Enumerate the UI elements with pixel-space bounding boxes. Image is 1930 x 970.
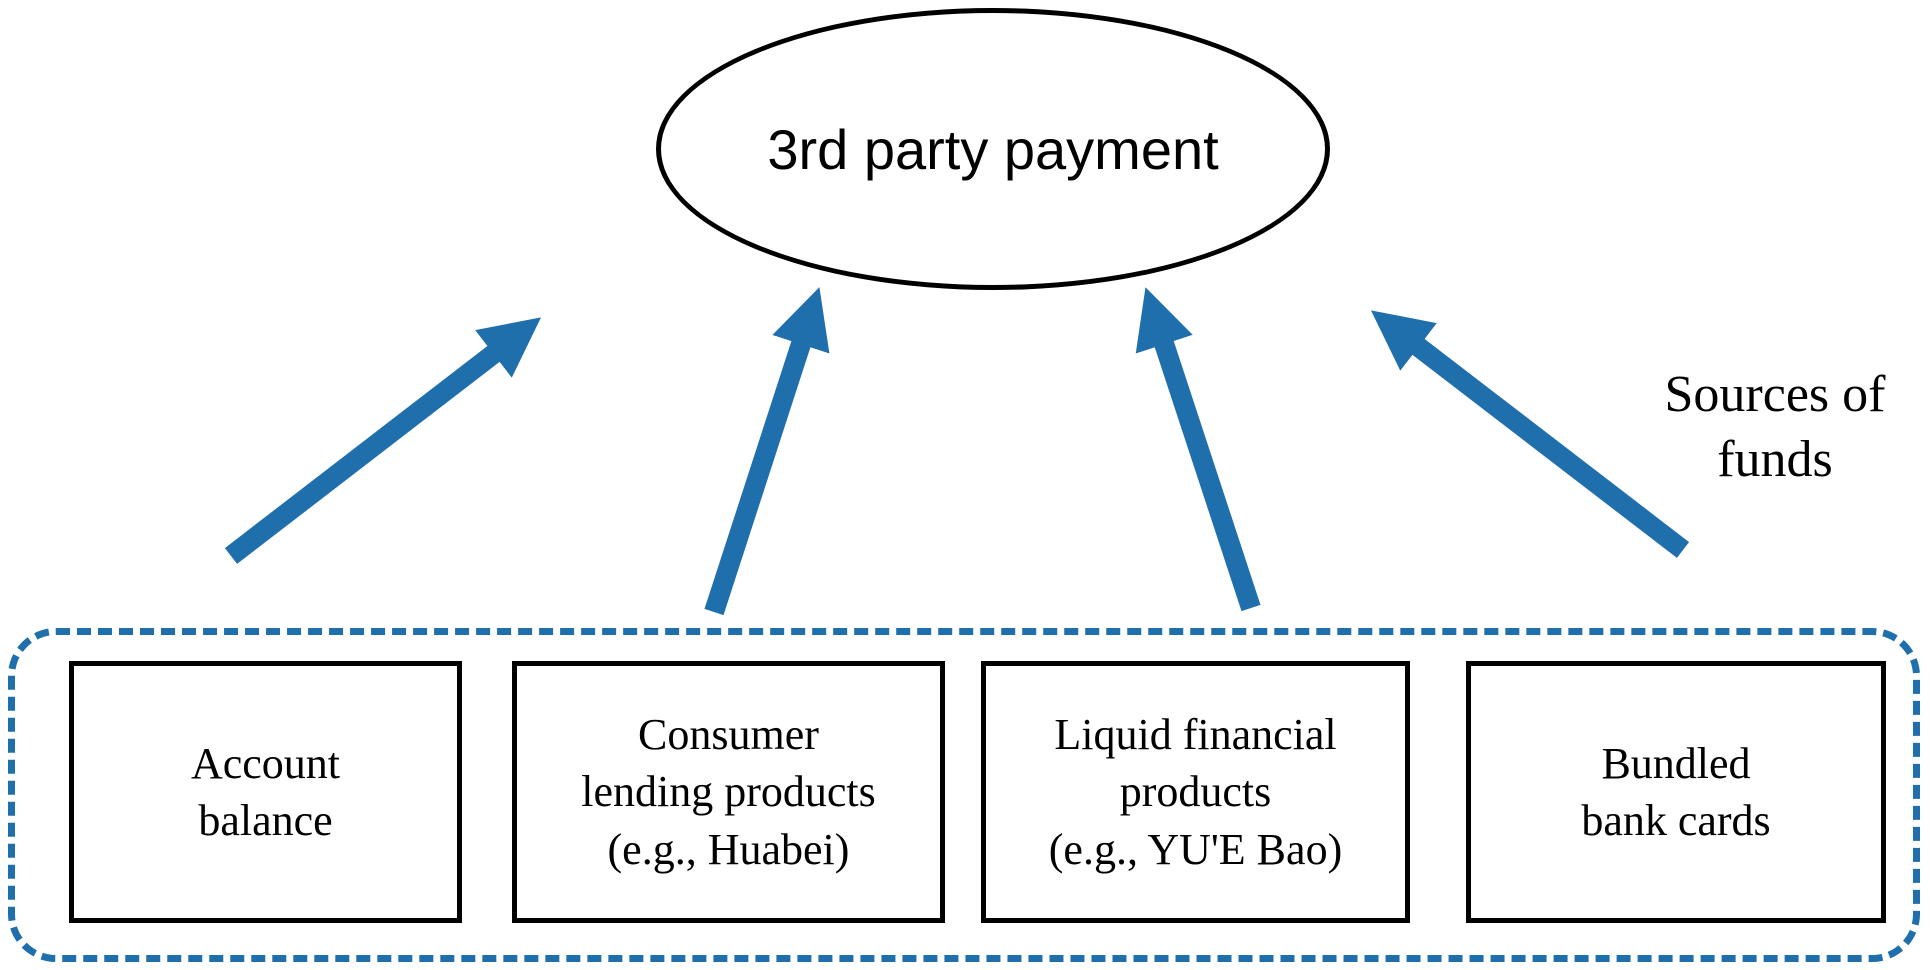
box-bundled-bank-cards-label: Bundled bank cards bbox=[1581, 738, 1771, 845]
box-consumer-lending-label: Consumer lending products (e.g., Huabei) bbox=[581, 710, 876, 874]
sources-of-funds-label: Sources of funds bbox=[1664, 366, 1886, 488]
funds-arrow-account-balance bbox=[224, 317, 542, 564]
third-party-payment-label: 3rd party payment bbox=[767, 117, 1219, 181]
funds-arrow-consumer-lending bbox=[704, 287, 830, 616]
box-account-balance: Account balance bbox=[69, 661, 462, 923]
box-consumer-lending: Consumer lending products (e.g., Huabei) bbox=[512, 661, 945, 923]
box-liquid-financial: Liquid financial products (e.g., YU'E Ba… bbox=[981, 661, 1410, 923]
box-bundled-bank-cards: Bundled bank cards bbox=[1466, 661, 1886, 923]
funds-arrow-liquid-financial bbox=[1135, 287, 1261, 612]
box-account-balance-label: Account balance bbox=[190, 738, 341, 845]
box-liquid-financial-label: Liquid financial products (e.g., YU'E Ba… bbox=[1048, 710, 1343, 874]
third-party-payment-node: 3rd party payment bbox=[656, 8, 1330, 290]
